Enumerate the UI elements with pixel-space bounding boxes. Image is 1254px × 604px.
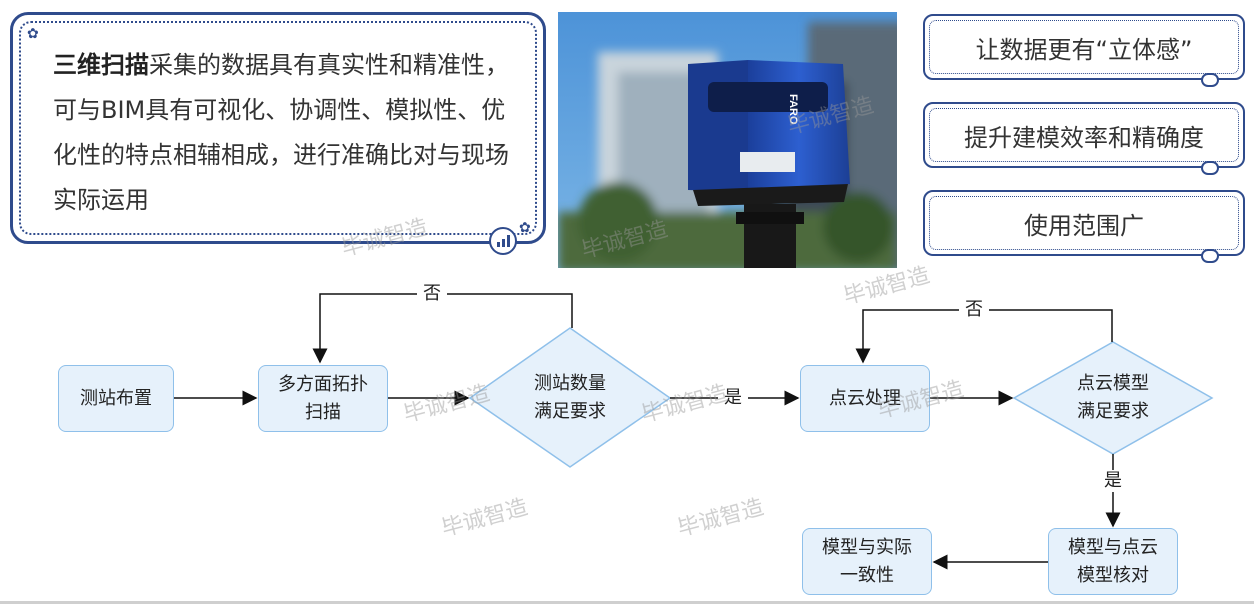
edge-label-yes: 是: [718, 387, 748, 409]
node-model-verify: 模型与点云 模型核对: [1048, 528, 1178, 595]
decision-label-station: 测站数量 满足要求: [534, 373, 606, 422]
decision-label-model: 点云模型 满足要求: [1077, 373, 1149, 422]
gear-icon: ✿: [519, 220, 531, 236]
feature-card-range: 使用范围广: [923, 190, 1245, 263]
intro-card-dotted-border: [19, 21, 537, 235]
chart-badge-icon: [1201, 161, 1219, 175]
gear-icon: ✿: [27, 26, 39, 42]
node-label: 点云处理: [829, 387, 901, 409]
node-label: 多方面拓扑 扫描: [278, 373, 368, 423]
scanner-photo: FARO: [558, 12, 897, 268]
intro-body: 采集的数据具有真实性和精准性，可与BIM具有可视化、协调性、模拟性、优化性的特点…: [53, 51, 509, 214]
node-label: 模型与实际 一致性: [822, 536, 912, 586]
chart-badge-icon: [489, 227, 517, 255]
feature-label: 使用范围广: [929, 196, 1239, 250]
edge-label-no: 否: [959, 299, 989, 321]
feature-label: 提升建模效率和精确度: [929, 108, 1239, 162]
edge-label-yes: 是: [1098, 470, 1128, 492]
intro-text: 三维扫描采集的数据具有真实性和精准性，可与BIM具有可视化、协调性、模拟性、优化…: [53, 43, 523, 223]
intro-highlight: 三维扫描: [53, 51, 149, 79]
chart-badge-icon: [1201, 73, 1219, 87]
brand-label: FARO: [787, 94, 799, 125]
intro-card: ✿ 三维扫描采集的数据具有真实性和精准性，可与BIM具有可视化、协调性、模拟性、…: [10, 12, 546, 255]
node-multi-scan: 多方面拓扑 扫描: [258, 365, 388, 432]
feature-card-3d: 让数据更有“立体感”: [923, 14, 1245, 87]
node-model-consistent: 模型与实际 一致性: [802, 528, 932, 595]
chart-badge-icon: [1201, 249, 1219, 263]
bottom-divider: [0, 601, 1254, 604]
feature-label: 让数据更有“立体感”: [929, 20, 1239, 74]
edge-label-no: 否: [417, 283, 447, 305]
decision-diamond-station: [468, 327, 672, 468]
node-cloud-process: 点云处理: [800, 365, 930, 432]
node-label: 模型与点云 模型核对: [1068, 536, 1158, 586]
node-label: 测站布置: [80, 387, 152, 409]
node-station-layout: 测站布置: [58, 365, 174, 432]
feature-card-efficiency: 提升建模效率和精确度: [923, 102, 1245, 175]
